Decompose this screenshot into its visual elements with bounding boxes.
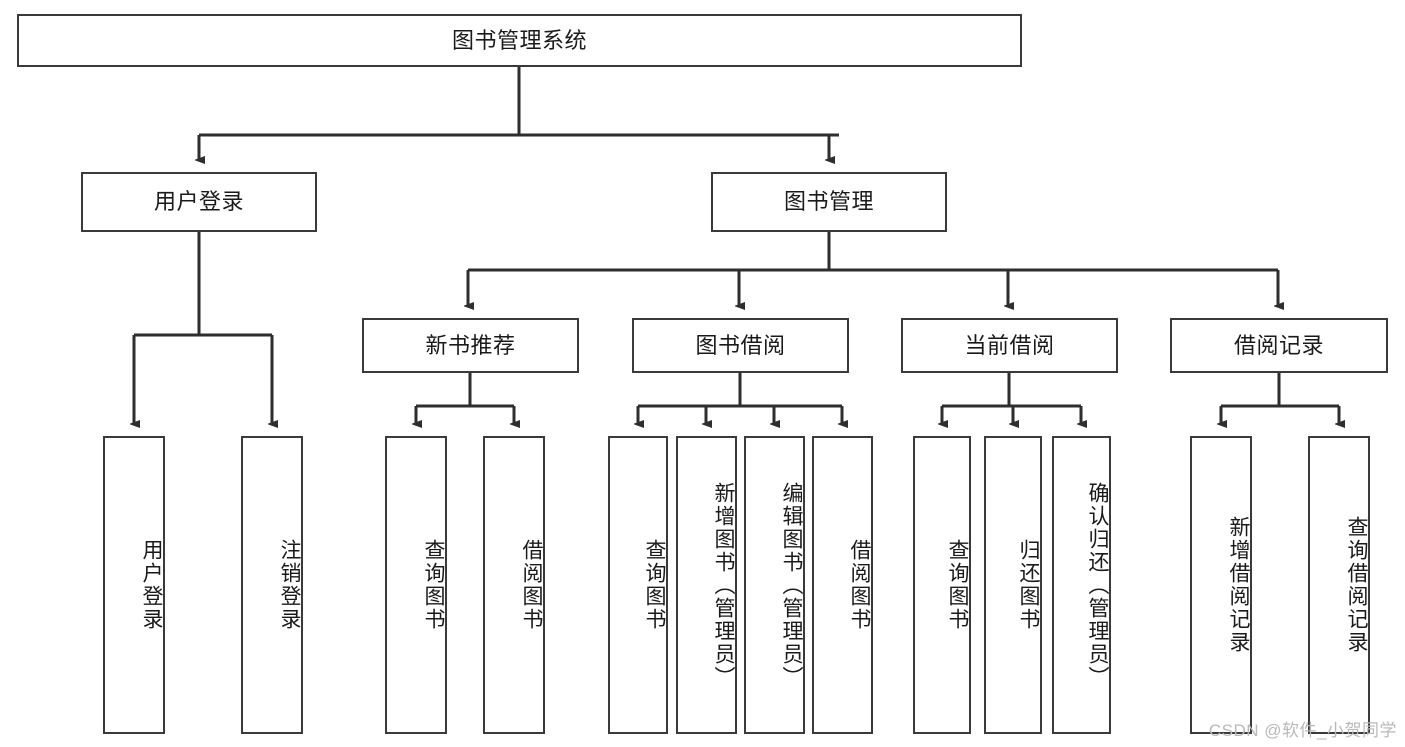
node-label: 编辑图书（管理员） bbox=[780, 481, 803, 689]
leaf-node[interactable]: 确认归还（管理员） bbox=[1052, 436, 1111, 734]
leaf-node[interactable]: 归还图书 bbox=[984, 436, 1042, 734]
leaf-node[interactable]: 查询图书 bbox=[913, 436, 971, 734]
node-level2-book-management[interactable]: 图书管理 bbox=[711, 172, 947, 232]
leaf-node[interactable]: 注销登录 bbox=[241, 436, 303, 734]
leaf-node[interactable]: 查询图书 bbox=[385, 436, 447, 734]
node-label: 新增图书（管理员） bbox=[712, 481, 735, 689]
node-label: 图书借阅 bbox=[695, 332, 786, 358]
node-label: 新书推荐 bbox=[425, 332, 516, 358]
node-label: 查询借阅记录 bbox=[1345, 516, 1368, 654]
node-label: 归还图书 bbox=[1017, 539, 1040, 631]
leaf-node[interactable]: 用户登录 bbox=[103, 436, 165, 734]
node-label: 借阅图书 bbox=[848, 539, 871, 631]
leaf-node[interactable]: 编辑图书（管理员） bbox=[744, 436, 805, 734]
node-level3-borrow-record[interactable]: 借阅记录 bbox=[1170, 318, 1388, 373]
node-level2-user-login[interactable]: 用户登录 bbox=[81, 172, 317, 232]
node-label: 查询图书 bbox=[643, 539, 666, 631]
node-label: 注销登录 bbox=[278, 539, 301, 631]
leaf-node[interactable]: 查询图书 bbox=[608, 436, 668, 734]
node-label: 确认归还（管理员） bbox=[1086, 481, 1109, 689]
node-level3-book-borrow[interactable]: 图书借阅 bbox=[632, 318, 849, 373]
node-label: 借阅记录 bbox=[1233, 332, 1324, 358]
node-label: 当前借阅 bbox=[964, 332, 1055, 358]
node-label: 图书管理 bbox=[783, 189, 874, 215]
leaf-node[interactable]: 查询借阅记录 bbox=[1308, 436, 1370, 734]
csdn-watermark: CSDN @软件_小贺同学 bbox=[1208, 721, 1397, 740]
node-label: 图书管理系统 bbox=[451, 27, 587, 53]
node-label: 借阅图书 bbox=[520, 539, 543, 631]
node-label: 用户登录 bbox=[140, 539, 163, 631]
node-label: 新增借阅记录 bbox=[1227, 516, 1250, 654]
leaf-node[interactable]: 新增图书（管理员） bbox=[676, 436, 737, 734]
node-root[interactable]: 图书管理系统 bbox=[17, 14, 1022, 67]
node-level3-new-book-recommend[interactable]: 新书推荐 bbox=[362, 318, 579, 373]
leaf-node[interactable]: 新增借阅记录 bbox=[1190, 436, 1252, 734]
leaf-node[interactable]: 借阅图书 bbox=[483, 436, 545, 734]
leaf-node[interactable]: 借阅图书 bbox=[812, 436, 873, 734]
node-level3-current-borrow[interactable]: 当前借阅 bbox=[901, 318, 1118, 373]
node-label: 查询图书 bbox=[946, 539, 969, 631]
node-label: 用户登录 bbox=[153, 189, 244, 215]
node-label: 查询图书 bbox=[422, 539, 445, 631]
